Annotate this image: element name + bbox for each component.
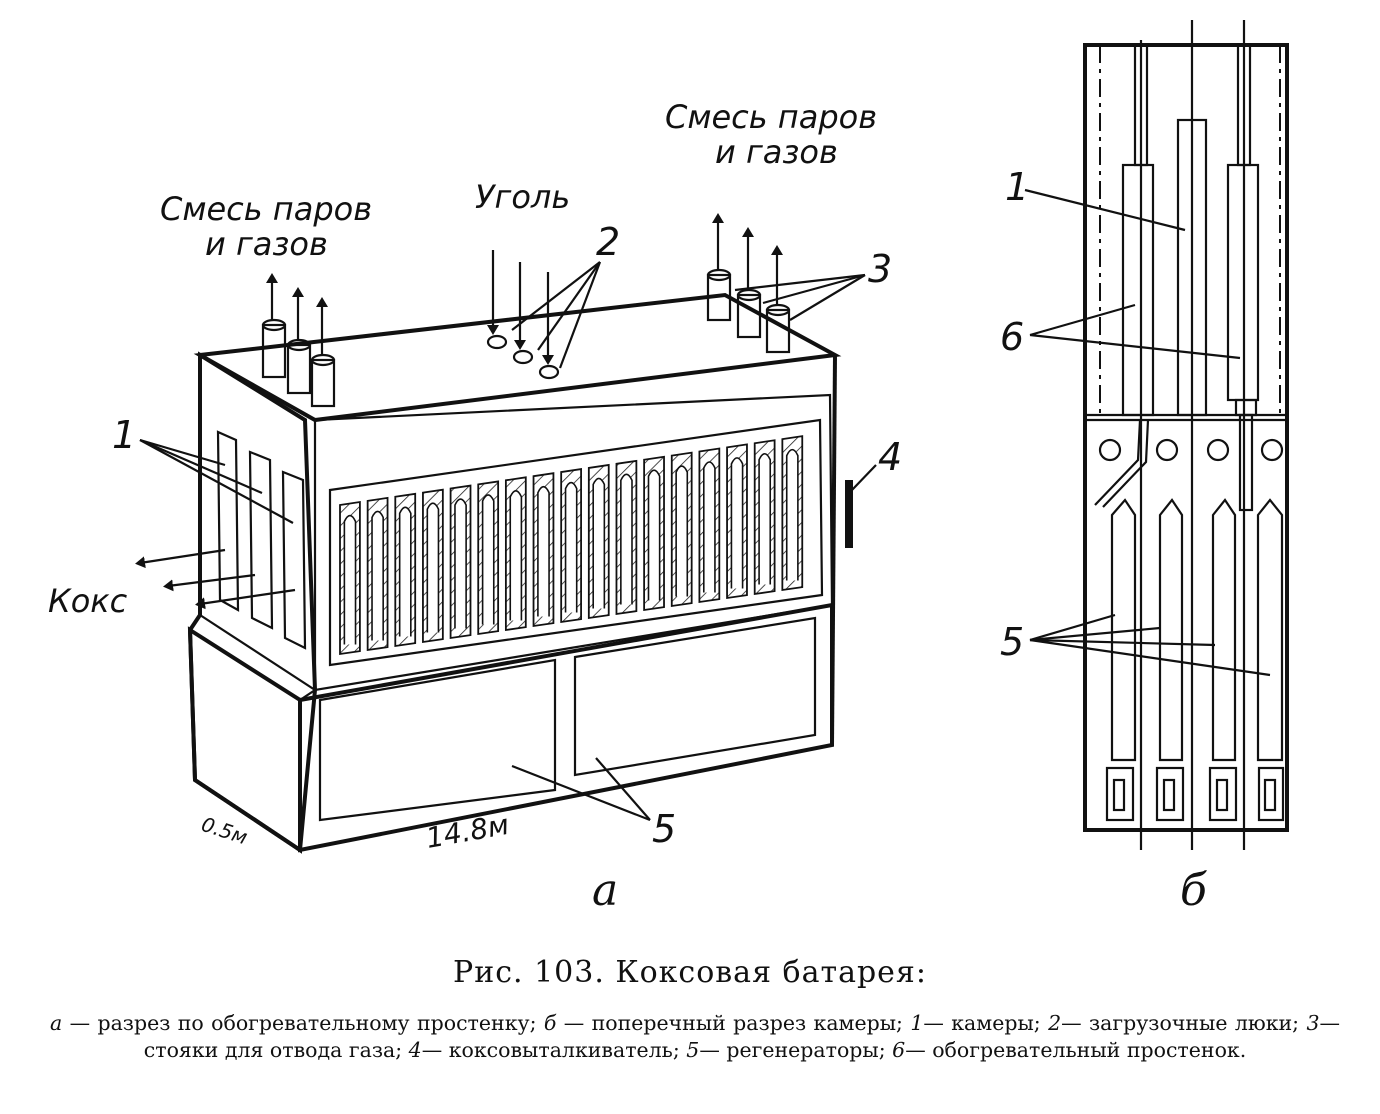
label-mix-left-1: Смесь паров: [160, 190, 372, 228]
legend-key: 5: [686, 1038, 700, 1062]
chamber-openings: [216, 430, 307, 650]
legend-text: — поперечный разрез камеры;: [556, 1011, 911, 1035]
flue-channel: [509, 490, 523, 621]
legend-item: 6— обогревательный простенок.: [892, 1038, 1246, 1062]
flue-channel: [481, 494, 495, 625]
dim-bottom: 14.8м: [423, 808, 511, 855]
coke-battery-figure: Смесь паров и газов Уголь Смесь паров и …: [48, 20, 1289, 916]
heating-flues: [339, 435, 804, 656]
legend-key: 1: [910, 1011, 924, 1035]
flue-channel: [702, 461, 716, 593]
label-coke: Кокс: [48, 582, 128, 620]
flue-channel: [785, 448, 799, 581]
flue-channel: [592, 477, 606, 609]
gas-risers-left: [261, 273, 336, 408]
flue-channel: [371, 510, 384, 641]
flue-channel: [564, 481, 578, 613]
dim-left: 0.5м: [198, 812, 250, 849]
legend-key: б: [543, 1011, 557, 1035]
flue-channel: [647, 469, 661, 601]
sublabel-b: б: [1180, 865, 1207, 916]
legend-item: 3— стояки для отвода газа;: [144, 1011, 1340, 1062]
legend-item: б — поперечный разрез камеры;: [544, 1011, 910, 1035]
num-6-b: 6: [1000, 315, 1024, 359]
flue-channel: [537, 485, 550, 617]
legend-text: — регенераторы;: [699, 1038, 893, 1062]
num-5-a: 5: [652, 807, 676, 851]
flue-channel: [730, 457, 744, 589]
legend-key: 6: [892, 1038, 906, 1062]
label-mix-right-2: и газов: [715, 133, 838, 171]
caption-legend: а — разрез по обогревательному простенку…: [50, 1010, 1340, 1064]
battery-isometric-view: Смесь паров и газов Уголь Смесь паров и …: [48, 98, 902, 916]
sublabel-a: а: [592, 865, 618, 916]
leader-lines-a: [139, 261, 877, 822]
legend-item: а — разрез по обогревательному простенку…: [50, 1011, 544, 1035]
legend-text: — загрузочные люки;: [1061, 1011, 1307, 1035]
flue-channel: [398, 506, 412, 637]
flue-channel: [620, 473, 633, 605]
legend-text: — камеры;: [923, 1011, 1049, 1035]
num-1-a: 1: [112, 413, 136, 457]
charging-holes: [486, 250, 560, 380]
leader-lines-b: [1024, 188, 1271, 677]
gas-risers-right: [706, 213, 791, 354]
num-1-b: 1: [1005, 165, 1029, 209]
num-5-b: 5: [1000, 620, 1024, 664]
legend-key: а: [50, 1011, 63, 1035]
coke-pusher: [845, 480, 853, 548]
legend-item: 2— загрузочные люки;: [1048, 1011, 1306, 1035]
legend-key: 2: [1048, 1011, 1062, 1035]
label-coal: Уголь: [475, 178, 570, 216]
legend-text: — обогревательный простенок.: [905, 1038, 1247, 1062]
num-4-a: 4: [878, 435, 902, 479]
legend-key: 4: [408, 1038, 422, 1062]
flue-channel: [454, 498, 467, 629]
coke-arrows: [135, 548, 296, 610]
flue-channel: [343, 514, 357, 645]
legend-text: — коксовыталкиватель;: [421, 1038, 687, 1062]
legend-text: — стояки для отвода газа;: [143, 1011, 1340, 1062]
flue-channel: [675, 465, 689, 597]
num-2-a: 2: [596, 220, 620, 264]
legend-text: — разрез по обогревательному простенку;: [62, 1011, 544, 1035]
flue-channel: [758, 452, 772, 585]
legend-item: 1— камеры;: [910, 1011, 1048, 1035]
legend-item: 4— коксовыталкиватель;: [409, 1038, 687, 1062]
num-3-a: 3: [868, 247, 892, 291]
label-mix-right-1: Смесь паров: [665, 98, 877, 136]
chamber-cross-section: 1 6 5 б: [1000, 20, 1289, 916]
flue-channel: [426, 502, 440, 633]
legend-item: 5— регенераторы;: [686, 1038, 892, 1062]
caption-title: Рис. 103. Коксовая батарея:: [453, 955, 927, 990]
label-mix-left-2: и газов: [205, 225, 328, 263]
legend-key: 3: [1306, 1011, 1320, 1035]
